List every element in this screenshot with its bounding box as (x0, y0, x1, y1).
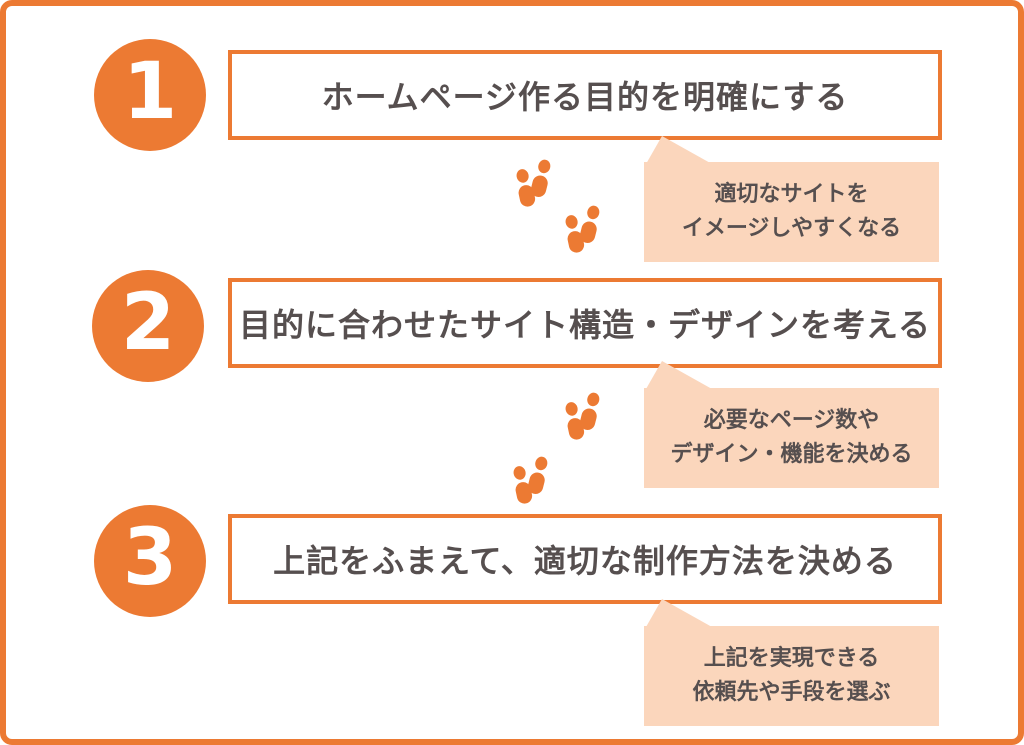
footprints-icon (516, 159, 551, 207)
step-2-title: 目的に合わせたサイト構造・デザインを考える (238, 306, 932, 344)
step-3-number-badge: 3 (94, 505, 206, 617)
triangle-tail-icon (646, 361, 712, 389)
step-3-callout: 上記を実現できる 依頼先や手段を選ぶ (644, 626, 939, 726)
triangle-tail-icon (646, 136, 712, 164)
step-3-title: 上記をふまえて、適切な制作方法を決める (273, 542, 897, 580)
step-2-number: 2 (120, 278, 176, 368)
step-1-title: ホームページ作る目的を明確にする (321, 78, 849, 116)
step-2-note-line1: 必要なページ数や (703, 408, 880, 433)
step-3-callout-tail (646, 599, 716, 627)
step-2-note-line2: デザイン・機能を決める (670, 442, 913, 467)
step-2-number-badge: 2 (92, 270, 204, 382)
step-1-number-badge: 1 (94, 39, 206, 151)
step-1-callout: 適切なサイトを イメージしやすくなる (644, 162, 939, 262)
footprints-icon (557, 202, 605, 254)
step-1-title-box: ホームページ作る目的を明確にする (228, 50, 942, 140)
footprints-icon (557, 389, 605, 441)
step-3-note-line2: 依頼先や手段を選ぶ (692, 680, 891, 705)
step-3-number: 3 (122, 513, 178, 603)
step-1-number: 1 (122, 47, 178, 137)
step-3-title-box: 上記をふまえて、適切な制作方法を決める (228, 514, 942, 604)
step-2-callout-tail (646, 361, 716, 389)
step-1-note-line1: 適切なサイトを (714, 182, 869, 207)
step-1-note-line2: イメージしやすくなる (681, 216, 902, 241)
footprints-icon (565, 392, 600, 440)
step-2-title-box: 目的に合わせたサイト構造・デザインを考える (228, 278, 942, 368)
step-2-callout: 必要なページ数や デザイン・機能を決める (644, 388, 939, 488)
step-1-callout-tail (646, 136, 716, 164)
footprints-icon (513, 456, 548, 504)
triangle-tail-icon (646, 599, 712, 627)
footprints-icon (565, 205, 600, 253)
footprints-icon (505, 453, 553, 505)
step-3-note-line1: 上記を実現できる (703, 646, 880, 671)
footprints-icon (508, 156, 556, 208)
